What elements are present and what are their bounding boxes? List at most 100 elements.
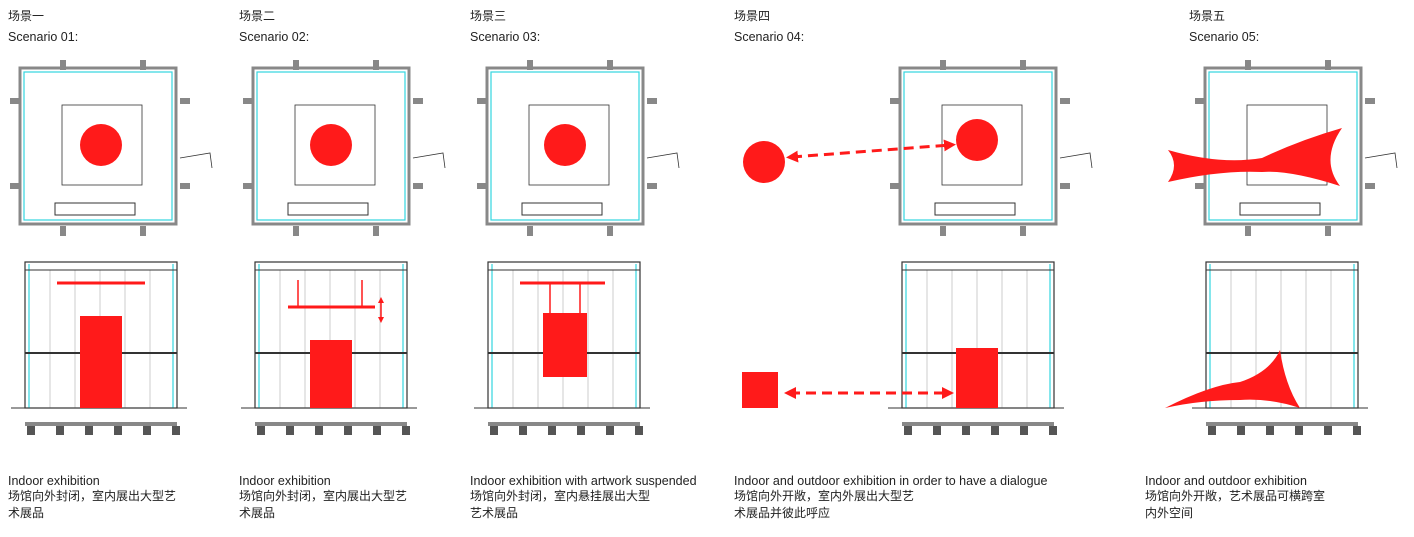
artwork-circle [743,141,785,183]
plan-column [60,60,66,70]
scenario-description-cn: 术展品 [8,506,45,520]
plan-column [527,226,533,236]
scenario-description-cn: 场馆向外封闭，室内展出大型艺 [239,489,408,503]
plan-adjacent-wall [1364,152,1398,169]
plan-column [1020,60,1026,70]
section-foundation [902,422,1054,426]
section-footing [962,426,970,435]
section-footing [904,426,912,435]
plan-column [1020,226,1026,236]
plan-column [1195,98,1205,104]
artwork-circle [544,124,586,166]
section-footing [344,426,352,435]
plan-inner-room [61,104,143,186]
artwork-circle [80,124,122,166]
section-footing [286,426,294,435]
artwork-sail [1165,350,1300,408]
plan-column [1365,183,1375,189]
plan-column [373,226,379,236]
artwork-circle [310,124,352,166]
plan-column [413,98,423,104]
scenario-title-en: Scenario 03: [470,30,541,44]
plan-column [890,98,900,104]
plan-glass-line [256,71,406,221]
plan-column [940,226,946,236]
plan-stair [521,202,603,216]
plan-column [477,98,487,104]
plan-glass-line [490,71,640,221]
section-footing [1324,426,1332,435]
section-footing [933,426,941,435]
plan-adjacent-wall [179,152,213,169]
scenario-title-cn: 场景三 [470,9,507,23]
plan-column [293,226,299,236]
artwork-block [956,348,998,408]
scenario-description-en: Indoor exhibition [8,474,100,488]
scenario-description-cn: 场馆向外封闭，室内悬挂展出大型 [470,489,651,503]
section-footing [1020,426,1028,435]
plan-adjacent-wall [1059,152,1093,169]
artwork-block [310,340,352,408]
dialogue-arrow [786,139,956,163]
section-footing [606,426,614,435]
plan-column [180,98,190,104]
section-footing [114,426,122,435]
scenario-title-cn: 场景二 [239,9,276,23]
section-footing [143,426,151,435]
plan-column [243,183,253,189]
plan-inner-room [294,104,376,186]
section-foundation [255,422,407,426]
plan-column [373,60,379,70]
section-footing [172,426,180,435]
section-footing [315,426,323,435]
section-footing [257,426,265,435]
section-foundation [488,422,640,426]
plan-column [10,98,20,104]
plan-column [140,60,146,70]
scenario-description-en: Indoor and outdoor exhibition [1145,474,1307,488]
scenario-description-cn: 术展品并彼此呼应 [734,506,831,520]
plan-adjacent-wall [646,152,680,169]
plan-outer-wall [251,66,411,226]
plan-column [890,183,900,189]
section-footing [402,426,410,435]
section-footing [1049,426,1057,435]
scenario-title-en: Scenario 04: [734,30,805,44]
plan-column [940,60,946,70]
scenario-description-cn: 场馆向外封闭，室内展出大型艺 [8,489,177,503]
artwork-block [543,313,587,377]
section-footing [1237,426,1245,435]
plan-column [607,226,613,236]
section-footing [56,426,64,435]
plan-stair [54,202,136,216]
section-footing [490,426,498,435]
plan-column [607,60,613,70]
plan-glass-line [1208,71,1358,221]
artwork-sail [1168,128,1342,186]
plan-column [140,226,146,236]
section-foundation [25,422,177,426]
section-footing [1295,426,1303,435]
scenario-description-cn: 术展品 [239,506,276,520]
plan-column [1195,183,1205,189]
scenario-description-cn: 艺术展品 [470,506,519,520]
section-footing [548,426,556,435]
plan-column [180,183,190,189]
scenario-description-cn: 内外空间 [1145,506,1194,520]
plan-column [10,183,20,189]
section-footing [577,426,585,435]
scenario-title-cn: 场景四 [734,9,771,23]
scenario-description-en: Indoor exhibition [239,474,331,488]
scenario-title-en: Scenario 05: [1189,30,1260,44]
artwork-block [80,316,122,408]
plan-stair [934,202,1016,216]
plan-column [1060,183,1070,189]
section-footing [635,426,643,435]
plan-inner-room [528,104,610,186]
plan-column [1365,98,1375,104]
scenario-title-cn: 场景五 [1189,9,1226,23]
plan-glass-line [23,71,173,221]
section-footing [1353,426,1361,435]
artwork-circle [956,119,998,161]
